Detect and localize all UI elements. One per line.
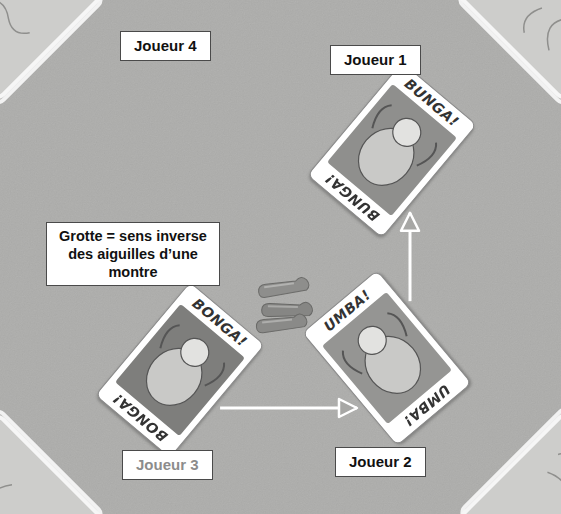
wooden-piece-body <box>261 300 313 319</box>
rule-text: Grotte = sens inverse des aiguilles d’un… <box>53 227 213 281</box>
card-art <box>303 271 470 445</box>
figure-head <box>387 113 426 152</box>
wooden-piece <box>261 300 313 319</box>
card-art <box>308 63 475 237</box>
played-card: BONGA!BONGA! <box>95 282 265 458</box>
figure-head <box>352 321 391 360</box>
figure-arms <box>339 310 410 377</box>
wooden-piece <box>256 313 308 333</box>
caveman-figure <box>341 100 442 202</box>
played-card: BUNGA!BUNGA! <box>307 62 477 238</box>
player-name: Joueur 1 <box>344 51 407 69</box>
turn-arrow <box>409 213 412 301</box>
player-label: Joueur 3 <box>122 450 213 480</box>
deck-card <box>459 412 561 514</box>
figure-head <box>175 333 214 372</box>
wooden-piece-highlight <box>262 319 292 322</box>
played-card: UMBA!UMBA! <box>302 270 472 446</box>
card-deck <box>456 406 561 514</box>
wooden-piece <box>258 277 310 298</box>
card-deck <box>0 0 107 106</box>
caveman-figure <box>337 308 438 410</box>
player-label: Joueur 4 <box>120 31 211 61</box>
player-label: Joueur 2 <box>335 447 426 477</box>
deck-card <box>457 0 561 100</box>
player-name: Joueur 3 <box>136 456 199 474</box>
card-deck <box>0 408 107 514</box>
wooden-piece-highlight <box>268 305 298 308</box>
deck-card <box>0 0 104 100</box>
wooden-piece-body <box>256 313 308 333</box>
rule-note: Grotte = sens inverse des aiguilles d’un… <box>46 222 220 286</box>
card-deck <box>454 0 561 106</box>
deck-sketch <box>0 0 47 65</box>
player-label: Joueur 1 <box>330 45 421 75</box>
wooden-piece-body <box>258 277 310 298</box>
player-name: Joueur 2 <box>349 453 412 471</box>
turn-arrow <box>220 407 357 410</box>
wooden-piece-highlight <box>264 283 294 287</box>
deck-sketch <box>518 0 561 72</box>
deck-sketch <box>0 436 23 514</box>
deck-card <box>0 414 104 514</box>
caveman-figure <box>129 320 230 422</box>
player-name: Joueur 4 <box>134 37 197 55</box>
deck-sketch <box>537 430 561 514</box>
card-art <box>96 283 263 457</box>
